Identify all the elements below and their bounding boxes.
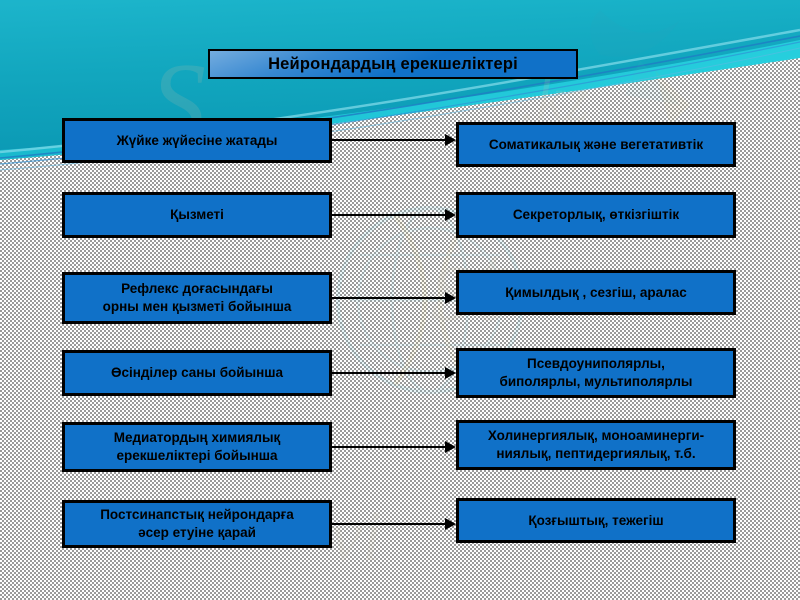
result-box-6[interactable]: Қозғыштық, тежегіш <box>456 498 736 543</box>
criterion-label-2: Қызметі <box>170 207 224 223</box>
criterion-box-4[interactable]: Өсінділер саны бойынша <box>62 350 332 396</box>
criterion-box-1[interactable]: Жүйке жүйесіне жатады <box>62 118 332 163</box>
result-label-5: Холинергиялық, моноаминерги-ниялық, пепт… <box>487 428 705 461</box>
result-label-2: Секреторлық, өткізгіштік <box>512 207 680 223</box>
criterion-box-2[interactable]: Қызметі <box>62 192 332 238</box>
result-box-4[interactable]: Псевдоуниполярлы,биполярлы, мультиполярл… <box>456 348 736 398</box>
criterion-label-4: Өсінділер саны бойынша <box>110 365 284 381</box>
result-label-1: Соматикалық және вегетативтік <box>488 136 704 152</box>
criterion-label-1: Жүйке жүйесіне жатады <box>116 132 278 148</box>
result-label-6: Қозғыштық, тежегіш <box>528 512 664 528</box>
result-box-1[interactable]: Соматикалық және вегетативтік <box>456 122 736 167</box>
result-box-2[interactable]: Секреторлық, өткізгіштік <box>456 192 736 238</box>
result-label-4: Псевдоуниполярлы,биполярлы, мультиполярл… <box>499 356 693 389</box>
result-box-5[interactable]: Холинергиялық, моноаминерги-ниялық, пепт… <box>456 420 736 470</box>
page-title: Нейрондардың ерекшеліктері <box>268 54 518 73</box>
result-label-3: Қимылдық , сезгіш, аралас <box>505 284 687 300</box>
result-box-3[interactable]: Қимылдық , сезгіш, аралас <box>456 270 736 315</box>
slide-title-box: Нейрондардың ерекшеліктері <box>208 49 578 79</box>
